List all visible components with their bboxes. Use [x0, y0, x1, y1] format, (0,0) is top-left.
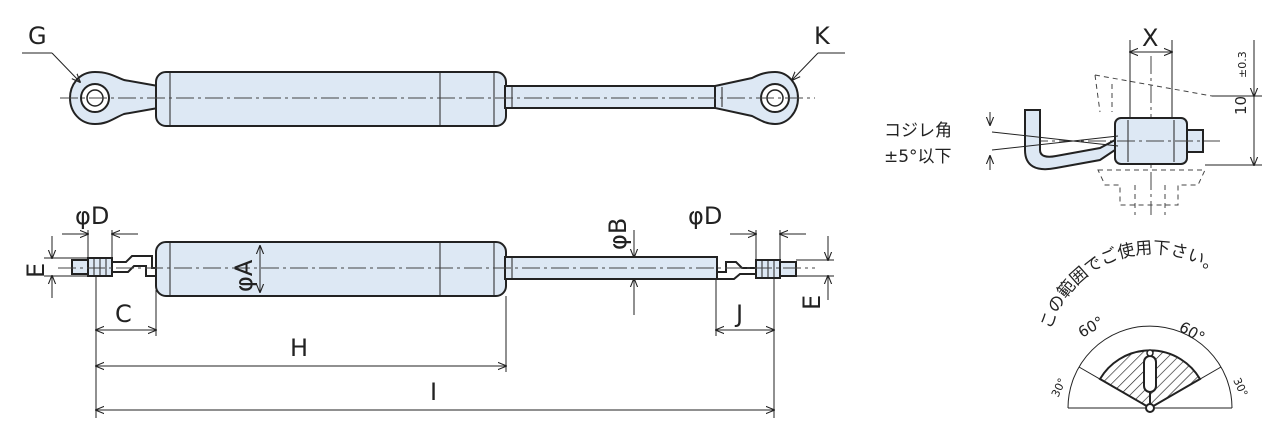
- label-H: H: [290, 334, 308, 362]
- usage-range-diagram: 60° 60° 30° 30° この範囲でご使用下さい。: [1037, 238, 1250, 413]
- label-X: X: [1142, 24, 1158, 52]
- left-clip-hook: [112, 255, 158, 277]
- label-twist-line1: コジレ角: [884, 121, 952, 141]
- label-C: C: [115, 300, 132, 328]
- twist-detail-view: X 10 ±0.3 コジレ角 ±5°以下: [884, 24, 1262, 215]
- label-phiA: φA: [230, 259, 258, 292]
- label-usage-note: この範囲でご使用下さい。: [1037, 238, 1224, 331]
- label-J: J: [734, 300, 743, 328]
- label-phiB: φB: [604, 218, 632, 250]
- label-K: K: [814, 22, 831, 50]
- usage-spring-icon: [1143, 355, 1157, 393]
- label-phiD-right: φD: [688, 202, 722, 230]
- label-60-right: 60°: [1176, 318, 1208, 347]
- label-phiD-left: φD: [75, 202, 109, 230]
- label-10: 10: [1232, 96, 1250, 115]
- label-E-left: E: [22, 263, 50, 278]
- detail-hook: [1024, 109, 1116, 171]
- label-60-left: 60°: [1075, 313, 1107, 342]
- top-view: G K: [22, 22, 845, 127]
- left-clip-head: [71, 259, 89, 275]
- label-G: G: [28, 22, 47, 50]
- label-30-right: 30°: [1230, 376, 1250, 399]
- label-E-right: E: [798, 295, 826, 310]
- top-cylinder: [155, 71, 507, 127]
- label-30-left: 30°: [1049, 376, 1069, 399]
- side-cylinder: [155, 241, 507, 297]
- label-tolerance: ±0.3: [1236, 51, 1249, 78]
- label-I: I: [430, 378, 437, 406]
- side-view: φD E φA φB φD E C J: [22, 202, 834, 418]
- label-twist-line2: ±5°以下: [884, 147, 952, 167]
- top-rod: [504, 85, 718, 109]
